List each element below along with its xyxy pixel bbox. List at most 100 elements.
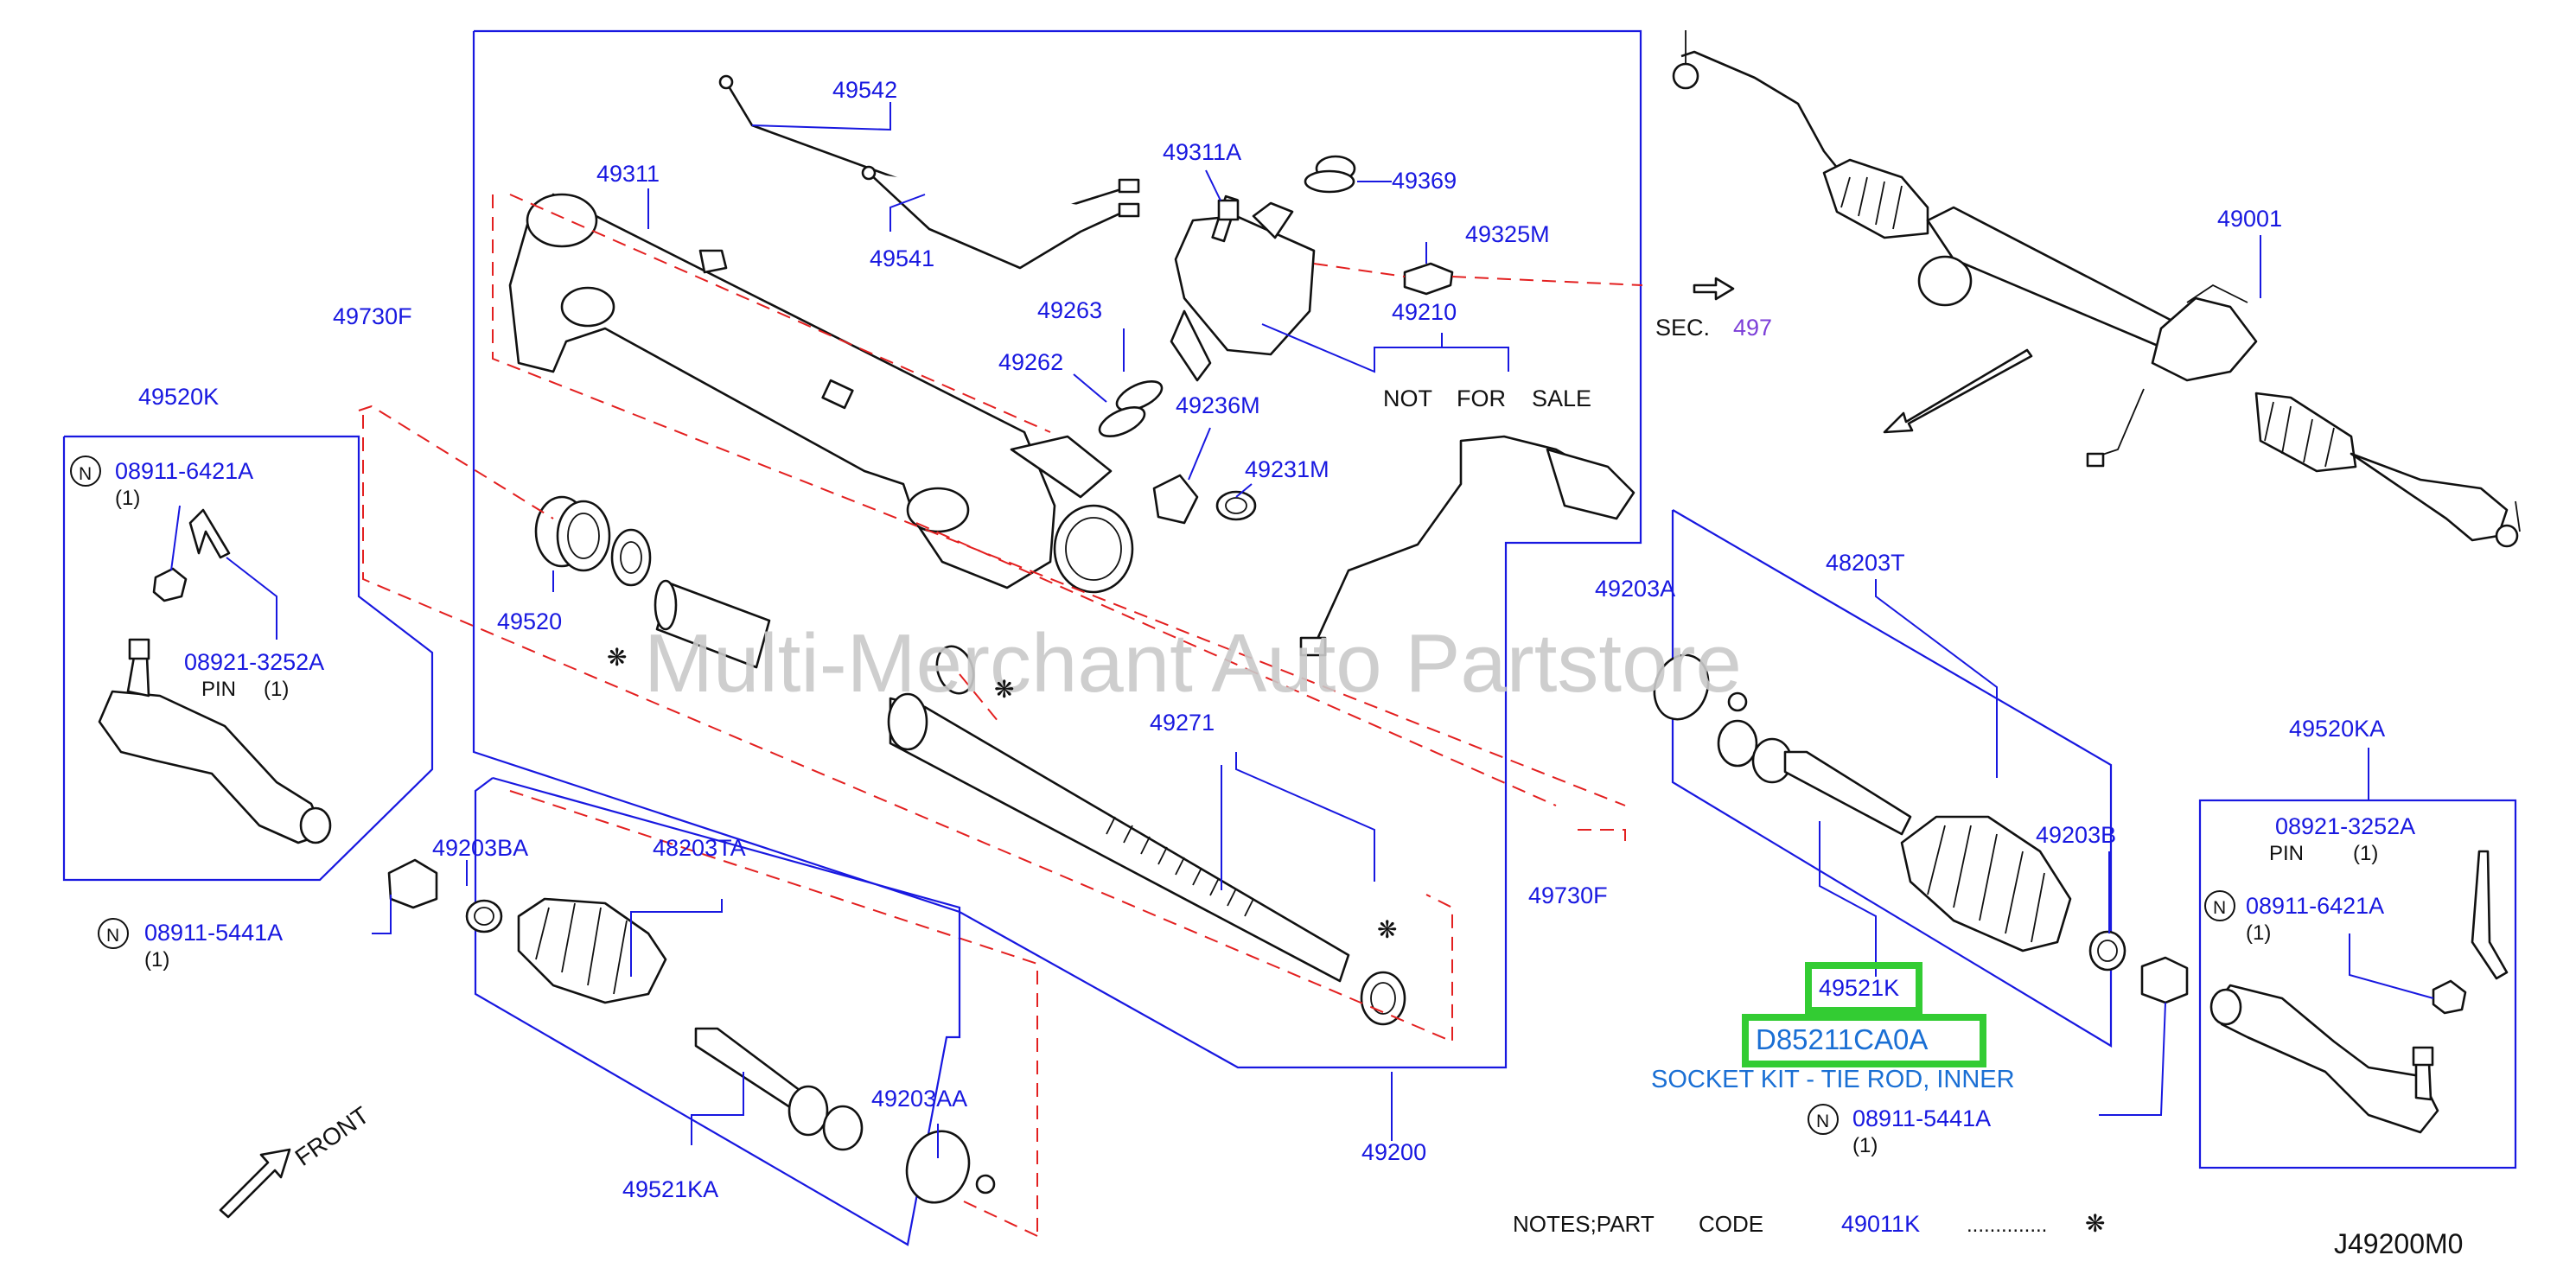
section-ref-number: 497 [1733, 315, 1772, 341]
hydraulic-pipes [718, 74, 1140, 270]
left-boot [517, 897, 667, 1004]
left-nut2-code: 08911-5441A [144, 920, 283, 946]
dash-ring-to-housing [915, 522, 1557, 806]
main-rack-box-outline [472, 29, 1642, 1069]
label-49263: 49263 [1037, 297, 1102, 323]
right-boot [1900, 815, 2072, 953]
not-for-sale-2: FOR [1457, 385, 1506, 411]
notes-part: 49011K [1841, 1211, 1920, 1237]
left-lower-nut [372, 858, 438, 934]
right-nut2-code: 08911-5441A [1852, 1105, 1991, 1131]
label-48203TA: 48203TA [653, 835, 746, 861]
right-nut2-qty: (1) [1852, 1134, 1878, 1157]
highlight-part-number-box [1805, 962, 1922, 1014]
o-ring-49263 [1115, 380, 1164, 411]
right-inner-tie-rod [1717, 719, 1912, 836]
cylinder-tube [654, 579, 771, 669]
right-box-cotter-pin [2471, 850, 2509, 980]
right-box-pin-code: 08921-3252A [2275, 813, 2415, 839]
valve-housing [1170, 155, 1356, 382]
left-box-pin-word: PIN [201, 678, 236, 701]
label-49203BA: 49203BA [432, 835, 528, 861]
highlight-oem-code[interactable]: D85211CA0A [1756, 1023, 1928, 1055]
left-box-pin-qty: (1) [264, 678, 289, 701]
right-lower-nut [2099, 956, 2189, 1116]
label-49369: 49369 [1392, 168, 1457, 194]
label-49311: 49311 [596, 161, 660, 187]
label-49236M: 49236M [1176, 392, 1260, 418]
seal-49520 [534, 495, 611, 572]
leader-lines-main [552, 102, 1509, 1141]
left-tie-rod-end [98, 638, 332, 844]
left-box-leaders [170, 505, 277, 640]
notes-symbol: ❋ [2085, 1210, 2105, 1237]
front-arrow [219, 1148, 291, 1219]
label-49541: 49541 [870, 245, 934, 271]
highlight-oem-code-box [1742, 1014, 1986, 1067]
label-49542: 49542 [832, 77, 897, 103]
fitting-49325M [1403, 262, 1454, 296]
left-clamp-49203BA [465, 899, 503, 933]
dash-fitting-line [1451, 276, 1643, 286]
notes-code-word: CODE [1699, 1211, 1763, 1237]
dash-fitting-sec [1313, 263, 1406, 277]
right-o-ring-49203A [1653, 653, 1748, 721]
not-for-sale-1: NOT [1383, 385, 1432, 411]
rack-assembly-49001 [1672, 30, 2521, 548]
o-ring-asterisk [935, 645, 975, 695]
diagram-code: J49200M0 [2334, 1228, 2463, 1259]
not-for-sale-3: SALE [1532, 385, 1591, 411]
dash-housing-upper [492, 194, 1626, 806]
rack-housing [508, 193, 1134, 594]
right-box-title: 49520KA [2289, 716, 2385, 742]
highlight-part-number[interactable]: 49521K [1819, 975, 1899, 1001]
left-box-nut-qty: (1) [115, 487, 140, 510]
left-box-nut-code: 08911-6421A [115, 458, 253, 484]
left-box-title: 49520K [138, 384, 219, 410]
label-49001: 49001 [2217, 206, 2282, 232]
label-49521KA: 49521KA [622, 1176, 718, 1202]
o-ring-49262 [1098, 406, 1146, 437]
label-49203A: 49203A [1595, 576, 1675, 602]
label-49200: 49200 [1361, 1139, 1426, 1165]
highlight-description: SOCKET KIT - TIE ROD, INNER [1651, 1066, 2015, 1093]
label-49231M: 49231M [1245, 456, 1329, 482]
left-nut2-qty: (1) [144, 948, 169, 972]
right-box-outline [2198, 799, 2517, 1169]
dash-boot-left [509, 790, 1038, 1236]
right-boot-leaders [1672, 579, 2110, 977]
wiring-harness [1299, 435, 1636, 657]
left-box-cotter-pin [188, 508, 231, 559]
notes-dots: .............. [1967, 1214, 2047, 1237]
dash-left-seal [358, 405, 554, 519]
label-49520: 49520 [497, 608, 562, 634]
left-nut2-n-symbol: N [106, 926, 119, 946]
left-box-pin-code: 08921-3252A [184, 649, 324, 675]
label-49210: 49210 [1392, 299, 1457, 325]
right-nut2-n-symbol: N [1816, 1112, 1829, 1131]
left-socket-ring [905, 1130, 996, 1204]
watermark: Multi-Merchant Auto Partstore [644, 617, 1742, 710]
right-box-pin-word: PIN [2269, 842, 2304, 865]
arrow-to-assembly [1883, 348, 2033, 434]
left-box-n-symbol: N [79, 464, 92, 484]
bushing-ring-left [610, 528, 652, 587]
label-49271: 49271 [1150, 710, 1215, 736]
dash-rack-lower [362, 415, 1453, 1043]
right-box-nut-code: 08911-6421A [2246, 893, 2384, 919]
section-ref-label: SEC. [1655, 315, 1710, 341]
dash-boot-right [1578, 829, 1626, 847]
nut-49231M [1215, 490, 1257, 521]
right-box-nut-qty: (1) [2246, 921, 2271, 945]
left-boot-leaders [466, 860, 939, 1158]
rack-bar [887, 692, 1350, 983]
label-49262: 49262 [998, 349, 1063, 375]
label-49325M: 49325M [1465, 221, 1550, 247]
right-box-n-symbol: N [2213, 898, 2226, 918]
right-tie-rod-end [2209, 984, 2439, 1134]
left-inner-tie-rod [694, 1027, 864, 1151]
cap-49236M [1152, 474, 1199, 525]
ring-rack-end [1360, 971, 1406, 1026]
label-48203T: 48203T [1826, 550, 1905, 576]
